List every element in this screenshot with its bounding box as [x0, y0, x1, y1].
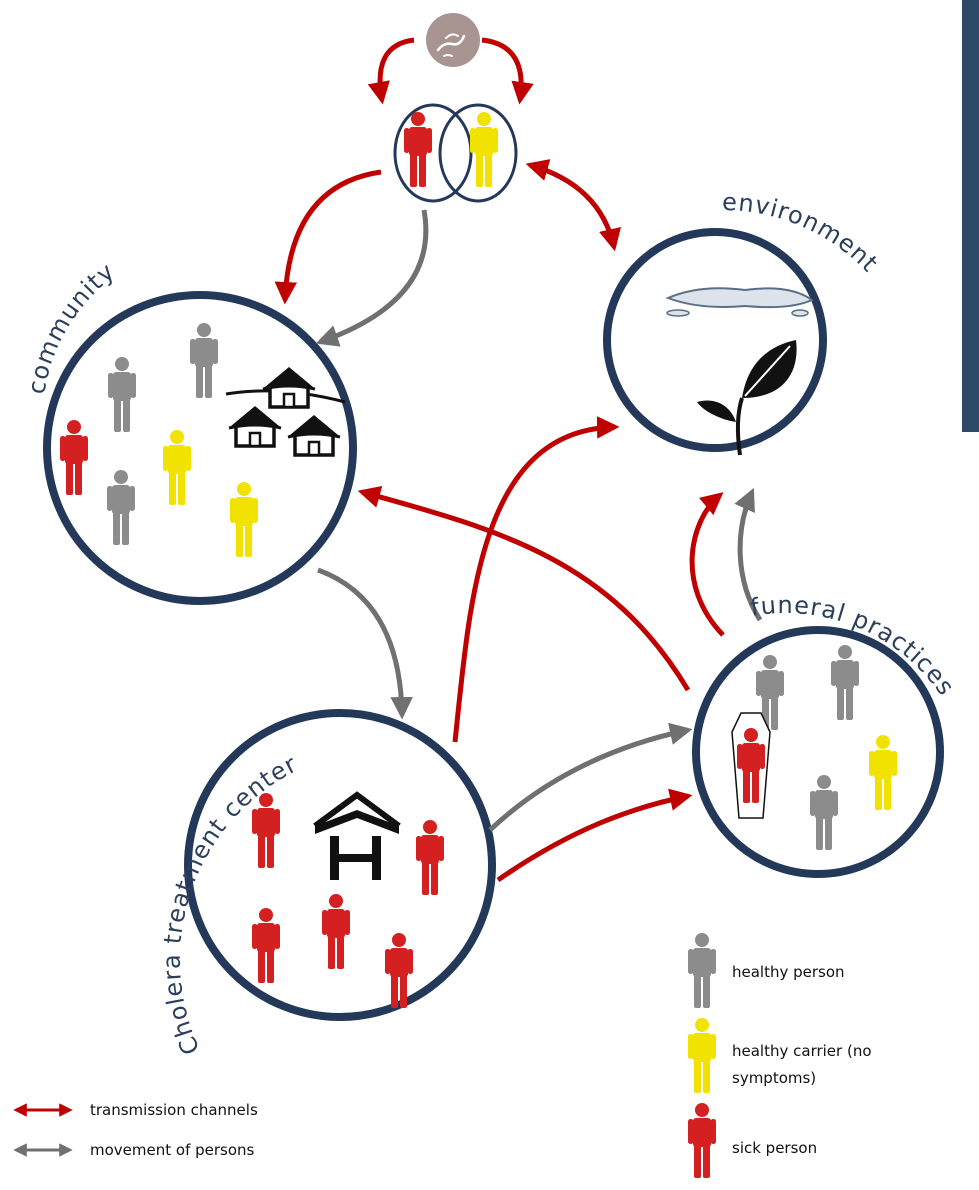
legend-sick-text: sick person: [732, 1139, 817, 1157]
leaf-icon: [697, 340, 797, 456]
funeral-people: [731, 645, 897, 850]
bacteria-to-sick-arrow: [367, 37, 415, 105]
legend-arrows: transmission channels movement of person…: [13, 1101, 258, 1159]
water-puddle-icon: [665, 287, 814, 317]
environment-circle: [603, 228, 827, 452]
community-to-treatment-arrow: [317, 567, 413, 720]
legend-carrier-text-2: symptoms): [732, 1069, 816, 1087]
bacteria-icon: [426, 13, 480, 67]
treatment-circle: [184, 709, 496, 1021]
pair-environment-arrow: [525, 159, 621, 252]
carrier-person-icon: [470, 112, 498, 187]
huts-icon: [225, 365, 346, 457]
legend-sick-icon: [688, 1103, 716, 1178]
pair-to-community-move-arrow: [315, 209, 429, 347]
infected-pair: [393, 103, 518, 203]
hospital-icon: [313, 791, 401, 880]
legend-movement-text: movement of persons: [90, 1141, 255, 1159]
legend-carrier-icon: [688, 1018, 716, 1093]
legend-healthy-text: healthy person: [732, 963, 845, 981]
treatment-to-funeral-move-arrow: [488, 722, 693, 832]
transmission-arrows: [274, 37, 725, 883]
side-bar: [962, 0, 979, 432]
treatment-to-funeral-arrow-red: [496, 788, 693, 883]
sick-person-icon: [404, 112, 432, 187]
legend-healthy-icon: [688, 933, 716, 1008]
bacteria-to-carrier-arrow: [481, 37, 534, 105]
pair-to-community-arrow: [274, 169, 382, 305]
funeral-to-environment-arrow-red: [689, 492, 725, 637]
legend-persons: healthy person healthy carrier (no sympt…: [688, 933, 872, 1178]
legend-transmission-text: transmission channels: [90, 1101, 258, 1119]
legend-carrier-text-1: healthy carrier (no: [732, 1042, 872, 1060]
movement-arrows: [315, 209, 763, 832]
funeral-to-environment-move-arrow: [734, 487, 763, 622]
funeral-to-community-arrow: [357, 485, 691, 692]
